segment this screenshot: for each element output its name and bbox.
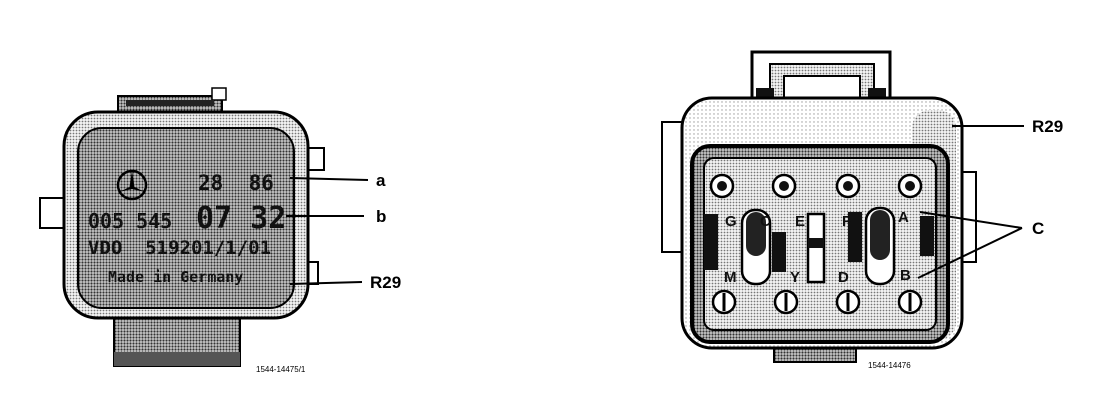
figure-id-right: 1544-14476 [868,361,911,370]
pin-label-f: F [842,213,851,230]
pin-label-y: Y [790,269,800,286]
mercedes-star-logo [116,169,148,201]
pin-label-m: M [724,269,737,286]
pin-label-a: A [898,209,909,226]
blade-pins [704,206,934,286]
pin-label-c: C [760,213,771,230]
callout-b: b [376,207,386,226]
label-part-number-a: 005 545 [88,209,172,233]
pin-label-g: G [725,213,737,230]
callout-a: a [376,171,386,190]
pin-holes-top [709,173,923,199]
pin-holes-bottom [711,289,923,315]
callout-c-leader-2 [917,227,1023,279]
pin-label-d: D [838,269,849,286]
figure-id-left: 1544-14475/1 [256,365,306,374]
callout-r29-right: R29 [1032,117,1063,136]
pin-label-e: E [795,213,805,230]
label-date-code: 28 86 [198,171,274,195]
label-part-number-b: 07 32 [196,201,286,236]
relay-rear-view: G C E F A M Y D B R29 C 1544-14476 [661,50,1063,370]
relay-front-view: 28 86 005 545 07 32 VDO 519201/1/01 Made… [39,87,401,374]
callout-r29-left: R29 [370,273,401,292]
pin-label-b: B [900,267,911,284]
label-made-in: Made in Germany [108,268,243,286]
callout-a-leader [289,177,369,181]
label-vdo-number: VDO 519201/1/01 [88,237,271,259]
callout-r29-leader-left [289,281,363,285]
callout-c: C [1032,219,1044,238]
callout-c-leader-1 [919,211,1023,229]
